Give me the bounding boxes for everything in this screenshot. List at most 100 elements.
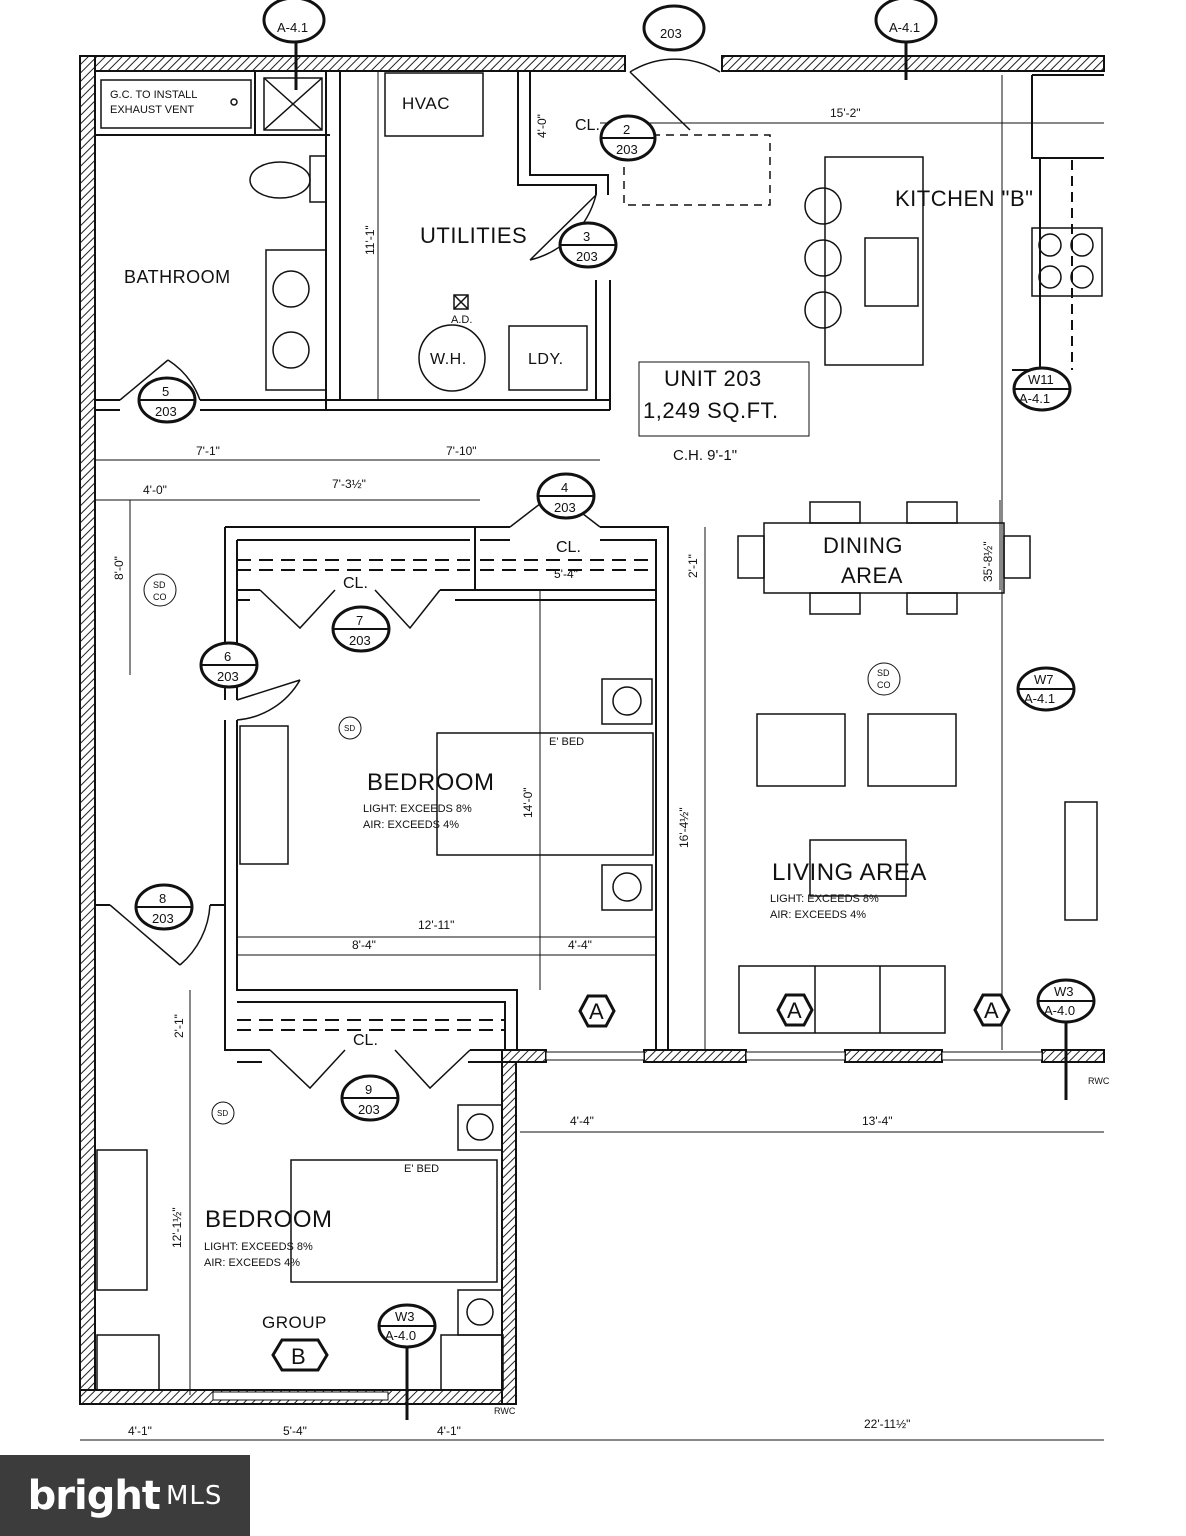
tag-2-num: 2 <box>623 122 630 137</box>
dim-7-1: 7'-1" <box>196 444 220 458</box>
tag-6-sheet: 203 <box>217 669 239 684</box>
dimension-labels: 15'-2" 4'-0" 11'-1" 7'-1" 7'-10" 7'-3½" … <box>112 106 995 1438</box>
tag-4-num: 4 <box>561 480 568 495</box>
door-swings <box>109 58 721 1090</box>
dim-8-4: 8'-4" <box>352 938 376 952</box>
w11-sheet: A-4.1 <box>1019 391 1050 406</box>
tag-9-sheet: 203 <box>358 1102 380 1117</box>
sd-label-4: SD <box>217 1109 228 1118</box>
hvac-label: HVAC <box>402 94 450 113</box>
top-tag-a41-b: A-4.1 <box>889 20 920 35</box>
rwc-label: RWC <box>494 1406 516 1416</box>
dim-15-2: 15'-2" <box>830 106 861 120</box>
kitchen-label: KITCHEN "B" <box>895 186 1033 211</box>
living-air-note: AIR: EXCEEDS 4% <box>770 909 866 921</box>
bedroom1-air-note: AIR: EXCEEDS 4% <box>363 819 459 831</box>
closet-label-1: CL. <box>343 575 368 592</box>
tag-5-sheet: 203 <box>155 404 177 419</box>
dim-12-11: 12'-11" <box>418 918 454 932</box>
tag-8-num: 8 <box>159 891 166 906</box>
utilities-label: UTILITIES <box>420 223 527 248</box>
group-label: GROUP <box>262 1313 327 1332</box>
w3a-sheet: A-4.0 <box>1044 1003 1075 1018</box>
group-a-1: A <box>589 999 604 1024</box>
w3b-sheet: A-4.0 <box>385 1328 416 1343</box>
room-labels: KITCHEN "B" UTILITIES BATHROOM HVAC W.H.… <box>110 89 1110 1416</box>
top-tags <box>262 0 938 90</box>
tag-2-sheet: 203 <box>616 142 638 157</box>
bathroom-label: BATHROOM <box>124 267 231 287</box>
dim-4-1a: 4'-1" <box>128 1424 152 1438</box>
sd-label-1: SD <box>153 580 166 590</box>
group-hexagons <box>271 993 1011 1372</box>
door-tag-text: 2 203 3 203 4 203 5 203 6 203 7 203 8 20… <box>152 122 638 1117</box>
rwc-label-2: RWC <box>1088 1076 1110 1086</box>
co-label-3: CO <box>877 680 891 690</box>
group-b: B <box>291 1344 306 1369</box>
dim-2-1b: 2'-1" <box>172 1014 186 1038</box>
water-heater-label: W.H. <box>430 351 467 368</box>
closet-label-3: CL. <box>353 1032 378 1049</box>
sd-label-3: SD <box>877 668 890 678</box>
dim-7-10: 7'-10" <box>446 444 477 458</box>
area-drain-label: A.D. <box>451 314 472 326</box>
tag-4-sheet: 203 <box>554 500 576 515</box>
brand-suffix: MLS <box>165 1480 223 1511</box>
bedroom2-light-note: LIGHT: EXCEEDS 8% <box>204 1241 313 1253</box>
exhaust-note: G.C. TO INSTALL <box>110 89 197 101</box>
tag-6-num: 6 <box>224 649 231 664</box>
bed-label-2: E' BED <box>404 1163 439 1175</box>
smoke-detectors: SD CO SD SD CO SD <box>143 573 901 1125</box>
sd-label-2: SD <box>344 724 355 733</box>
w7-tag: W7 <box>1034 672 1054 687</box>
dimension-lines <box>80 71 1104 1441</box>
window-tags <box>377 366 1096 1420</box>
dim-14-0: 14'-0" <box>521 787 535 818</box>
dim-11-11: 11'-1" <box>363 225 377 255</box>
unit-area: 1,249 SQ.FT. <box>643 398 779 423</box>
dining-label: DINING <box>823 533 903 558</box>
group-a-3: A <box>984 998 999 1023</box>
tag-7-num: 7 <box>356 613 363 628</box>
bedroom2-air-note: AIR: EXCEEDS 4% <box>204 1257 300 1269</box>
w7-sheet: A-4.1 <box>1024 691 1055 706</box>
w3b-tag: W3 <box>395 1309 415 1324</box>
dining-label-2: AREA <box>841 563 903 588</box>
bedroom2-label: BEDROOM <box>205 1206 333 1233</box>
dim-12-1: 12'-1½" <box>170 1207 184 1248</box>
group-a-2: A <box>787 998 802 1023</box>
unit-name: UNIT 203 <box>664 366 762 391</box>
dim-4-4b: 4'-4" <box>570 1114 594 1128</box>
windows <box>212 1051 1043 1401</box>
dim-2-1a: 2'-1" <box>686 554 700 578</box>
interior-walls <box>95 71 1104 1063</box>
tag-3-sheet: 203 <box>576 249 598 264</box>
door-tags <box>134 114 657 1122</box>
dim-7-3: 7'-3½" <box>332 477 366 491</box>
dim-13-4: 13'-4" <box>862 1114 893 1128</box>
closet-label-4: CL. <box>575 117 600 134</box>
bedroom1-label: BEDROOM <box>367 769 495 796</box>
dim-5-4b: 5'-4" <box>283 1424 307 1438</box>
dim-22-11: 22'-11½" <box>864 1417 910 1431</box>
w11-tag: W11 <box>1028 372 1054 387</box>
top-tag-a41-a: A-4.1 <box>277 20 308 35</box>
w3a-tag: W3 <box>1054 984 1074 999</box>
ceiling-height: C.H. 9'-1" <box>673 447 737 464</box>
tag-8-sheet: 203 <box>152 911 174 926</box>
dim-4-4a: 4'-4" <box>568 938 592 952</box>
unit-info: UNIT 203 1,249 SQ.FT. C.H. 9'-1" <box>638 361 810 464</box>
tag-7-sheet: 203 <box>349 633 371 648</box>
laundry-label: LDY. <box>528 351 564 368</box>
tag-9-num: 9 <box>365 1082 372 1097</box>
brand-name: bright <box>27 1472 161 1519</box>
closet-label-2: CL. <box>556 539 581 556</box>
exhaust-note-2: EXHAUST VENT <box>110 104 194 116</box>
tag-5-num: 5 <box>162 384 169 399</box>
dim-35-8: 35'-8½" <box>981 541 995 582</box>
top-tag-203: 203 <box>660 26 682 41</box>
dim-4-1b: 4'-1" <box>437 1424 461 1438</box>
dim-5-4a: 5'-4" <box>554 567 578 581</box>
tag-3-num: 3 <box>583 229 590 244</box>
